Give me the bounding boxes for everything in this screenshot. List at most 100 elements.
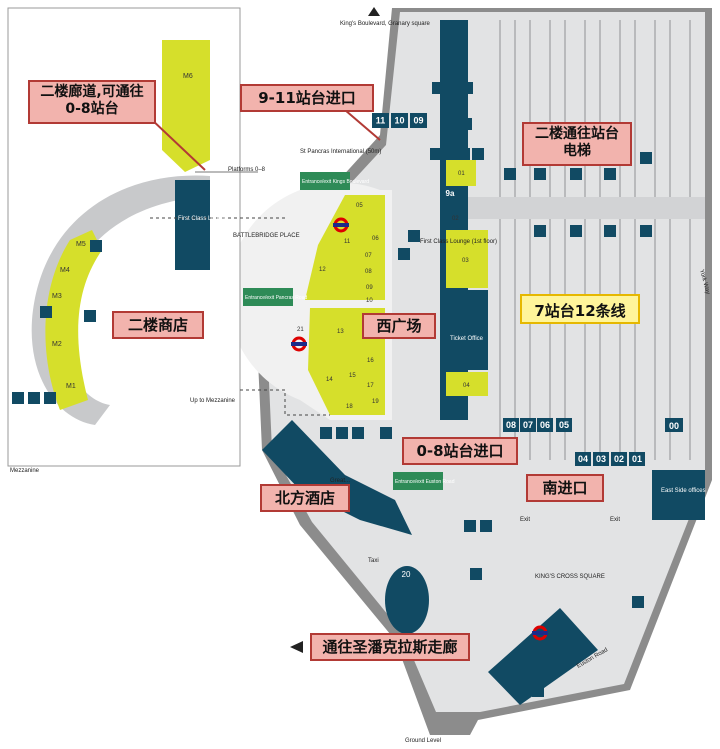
- retail-unit-label: 17: [367, 383, 374, 389]
- mezzanine-m6: [162, 40, 210, 172]
- battlebridge-label: BATTLEBRIDGE PLACE: [233, 233, 300, 239]
- south-canopy: [488, 608, 598, 705]
- retail-unit-label: 09: [366, 285, 373, 291]
- exit-label-1: Exit: [520, 517, 530, 523]
- underground-icon: [291, 336, 307, 352]
- retail-unit-label: 11: [344, 239, 351, 245]
- platform-number-label: 03: [596, 454, 606, 464]
- retail-unit-label: 08: [365, 269, 372, 275]
- platform-number-box: [629, 452, 645, 466]
- entrance-euston-road-text: Entrance/exit Euston Road: [395, 479, 455, 485]
- platform-number-box: [520, 418, 536, 432]
- platform-00-label: 00: [669, 421, 679, 431]
- pointer-9-11: [344, 109, 381, 141]
- retail-unit-label: 06: [372, 236, 379, 242]
- retail-unit-label: 16: [367, 358, 374, 364]
- callout-platform-9-11: 9-11站台进口: [240, 84, 374, 112]
- platform-numbers-bottom: 08 07 06 05: [503, 418, 572, 432]
- platforms-0-8-label: Platforms 0–8: [228, 167, 266, 173]
- st-pancras-label: St Pancras International (50m): [300, 149, 381, 155]
- platform-number-label: 01: [632, 454, 642, 464]
- platform-number-label: 06: [540, 420, 550, 430]
- kings-cross-square-label: KING'S CROSS SQUARE: [535, 574, 605, 580]
- east-side-offices: [652, 470, 705, 520]
- platform-9a-box: [441, 186, 459, 198]
- facility-icons: [12, 64, 652, 697]
- footbridge: [440, 197, 705, 219]
- retail-unit-label: 18: [346, 404, 353, 410]
- mezzanine-unit-label: M2: [52, 341, 62, 348]
- retail-unit-label: 21: [297, 327, 304, 333]
- mezzanine-unit-label: M5: [76, 241, 86, 248]
- entrance-kings-boulevard-text: Entrance/exit Kings Boulevard: [302, 179, 369, 185]
- underground-icon: [333, 217, 349, 233]
- platform-number-label: 09: [413, 116, 423, 126]
- exit-label-2: Exit: [610, 517, 620, 523]
- platform-number-label: 02: [614, 454, 624, 464]
- platform-number-box: [410, 113, 427, 128]
- entrance-pancras-road-text: Entrance/exit Pancras Road: [245, 295, 307, 301]
- unit-20-label: 20: [402, 570, 411, 579]
- mezzanine-unit-label: M4: [60, 267, 70, 274]
- platform-number-label: 05: [559, 420, 569, 430]
- callout-platform-0-8: 0-8站台进口: [402, 437, 518, 465]
- up-to-mezzanine-label: Up to Mezzanine: [190, 398, 236, 404]
- pointer-corridor: [149, 117, 206, 171]
- retail-unit-label: 10: [366, 298, 373, 304]
- callout-st-pancras-link: 通往圣潘克拉斯走廊: [310, 633, 470, 661]
- ticket-office-label: Ticket Office: [450, 336, 484, 342]
- callout-upper-shops: 二楼商店: [112, 311, 204, 339]
- callout-corridor: 二楼廊道,可通往0-8站台: [28, 80, 156, 124]
- retail-unit-label: 14: [326, 377, 333, 383]
- east-retail-03: [446, 230, 488, 288]
- retail-unit-label: 01: [458, 171, 465, 177]
- callout-west-square: 西广场: [362, 313, 436, 339]
- platform-tracks: [499, 20, 691, 460]
- underground-icon: [532, 625, 548, 641]
- callout-north-hotel: 北方酒店: [260, 484, 350, 512]
- platform-number-box: [575, 452, 591, 466]
- callout-south-entry: 南进口: [526, 474, 604, 502]
- arrow-st-pancras: [290, 641, 303, 653]
- entrance-pancras-road-sign: [243, 288, 293, 306]
- kings-boulevard-label: King's Boulevard, Granary square: [340, 21, 431, 27]
- retail-unit-label: 07: [365, 253, 372, 259]
- platform-number-box: [556, 418, 572, 432]
- retail-unit-label: 13: [337, 329, 344, 335]
- mezzanine-unit-label: M1: [66, 383, 76, 390]
- platform-number-label: 07: [523, 420, 533, 430]
- mezzanine-first-class: [175, 180, 210, 270]
- platform-00-box: [665, 418, 683, 432]
- east-retail-01: [446, 160, 476, 186]
- east-retail-04: [446, 372, 488, 396]
- east-side-offices-label: East Side offices: [661, 488, 706, 494]
- hotel-building: [262, 420, 412, 535]
- west-retail-upper: [305, 195, 385, 300]
- retail-unit-label: 03: [462, 258, 469, 264]
- callout-seven-platforms: 7站台12条线: [520, 294, 640, 324]
- callout-upper-lift: 二楼通往站台电梯: [522, 122, 632, 166]
- dashed-link-lower: [240, 389, 330, 416]
- retail-unit-label: 02: [452, 216, 459, 222]
- platform-number-box: [372, 113, 389, 128]
- mezzanine-unit-label: M3: [52, 293, 62, 300]
- platform-number-box: [537, 418, 553, 432]
- first-class-lounge-1st-label: First Class Lounge (1st floor): [420, 239, 497, 245]
- mezzanine-label: Mezzanine: [10, 468, 40, 474]
- ticket-office-block: [440, 290, 488, 370]
- platform-9a-label: 9a: [446, 189, 455, 198]
- retail-unit-label: 15: [349, 373, 356, 379]
- entrance-euston-road-sign: [393, 472, 443, 490]
- platform-number-box: [503, 418, 519, 432]
- platform-number-box: [391, 113, 408, 128]
- platform-number-label: 08: [506, 420, 516, 430]
- platform-number-label: 10: [394, 116, 404, 126]
- first-class-lounge-label: First Class Lounge: [178, 216, 229, 222]
- unit-20-building: [385, 566, 429, 634]
